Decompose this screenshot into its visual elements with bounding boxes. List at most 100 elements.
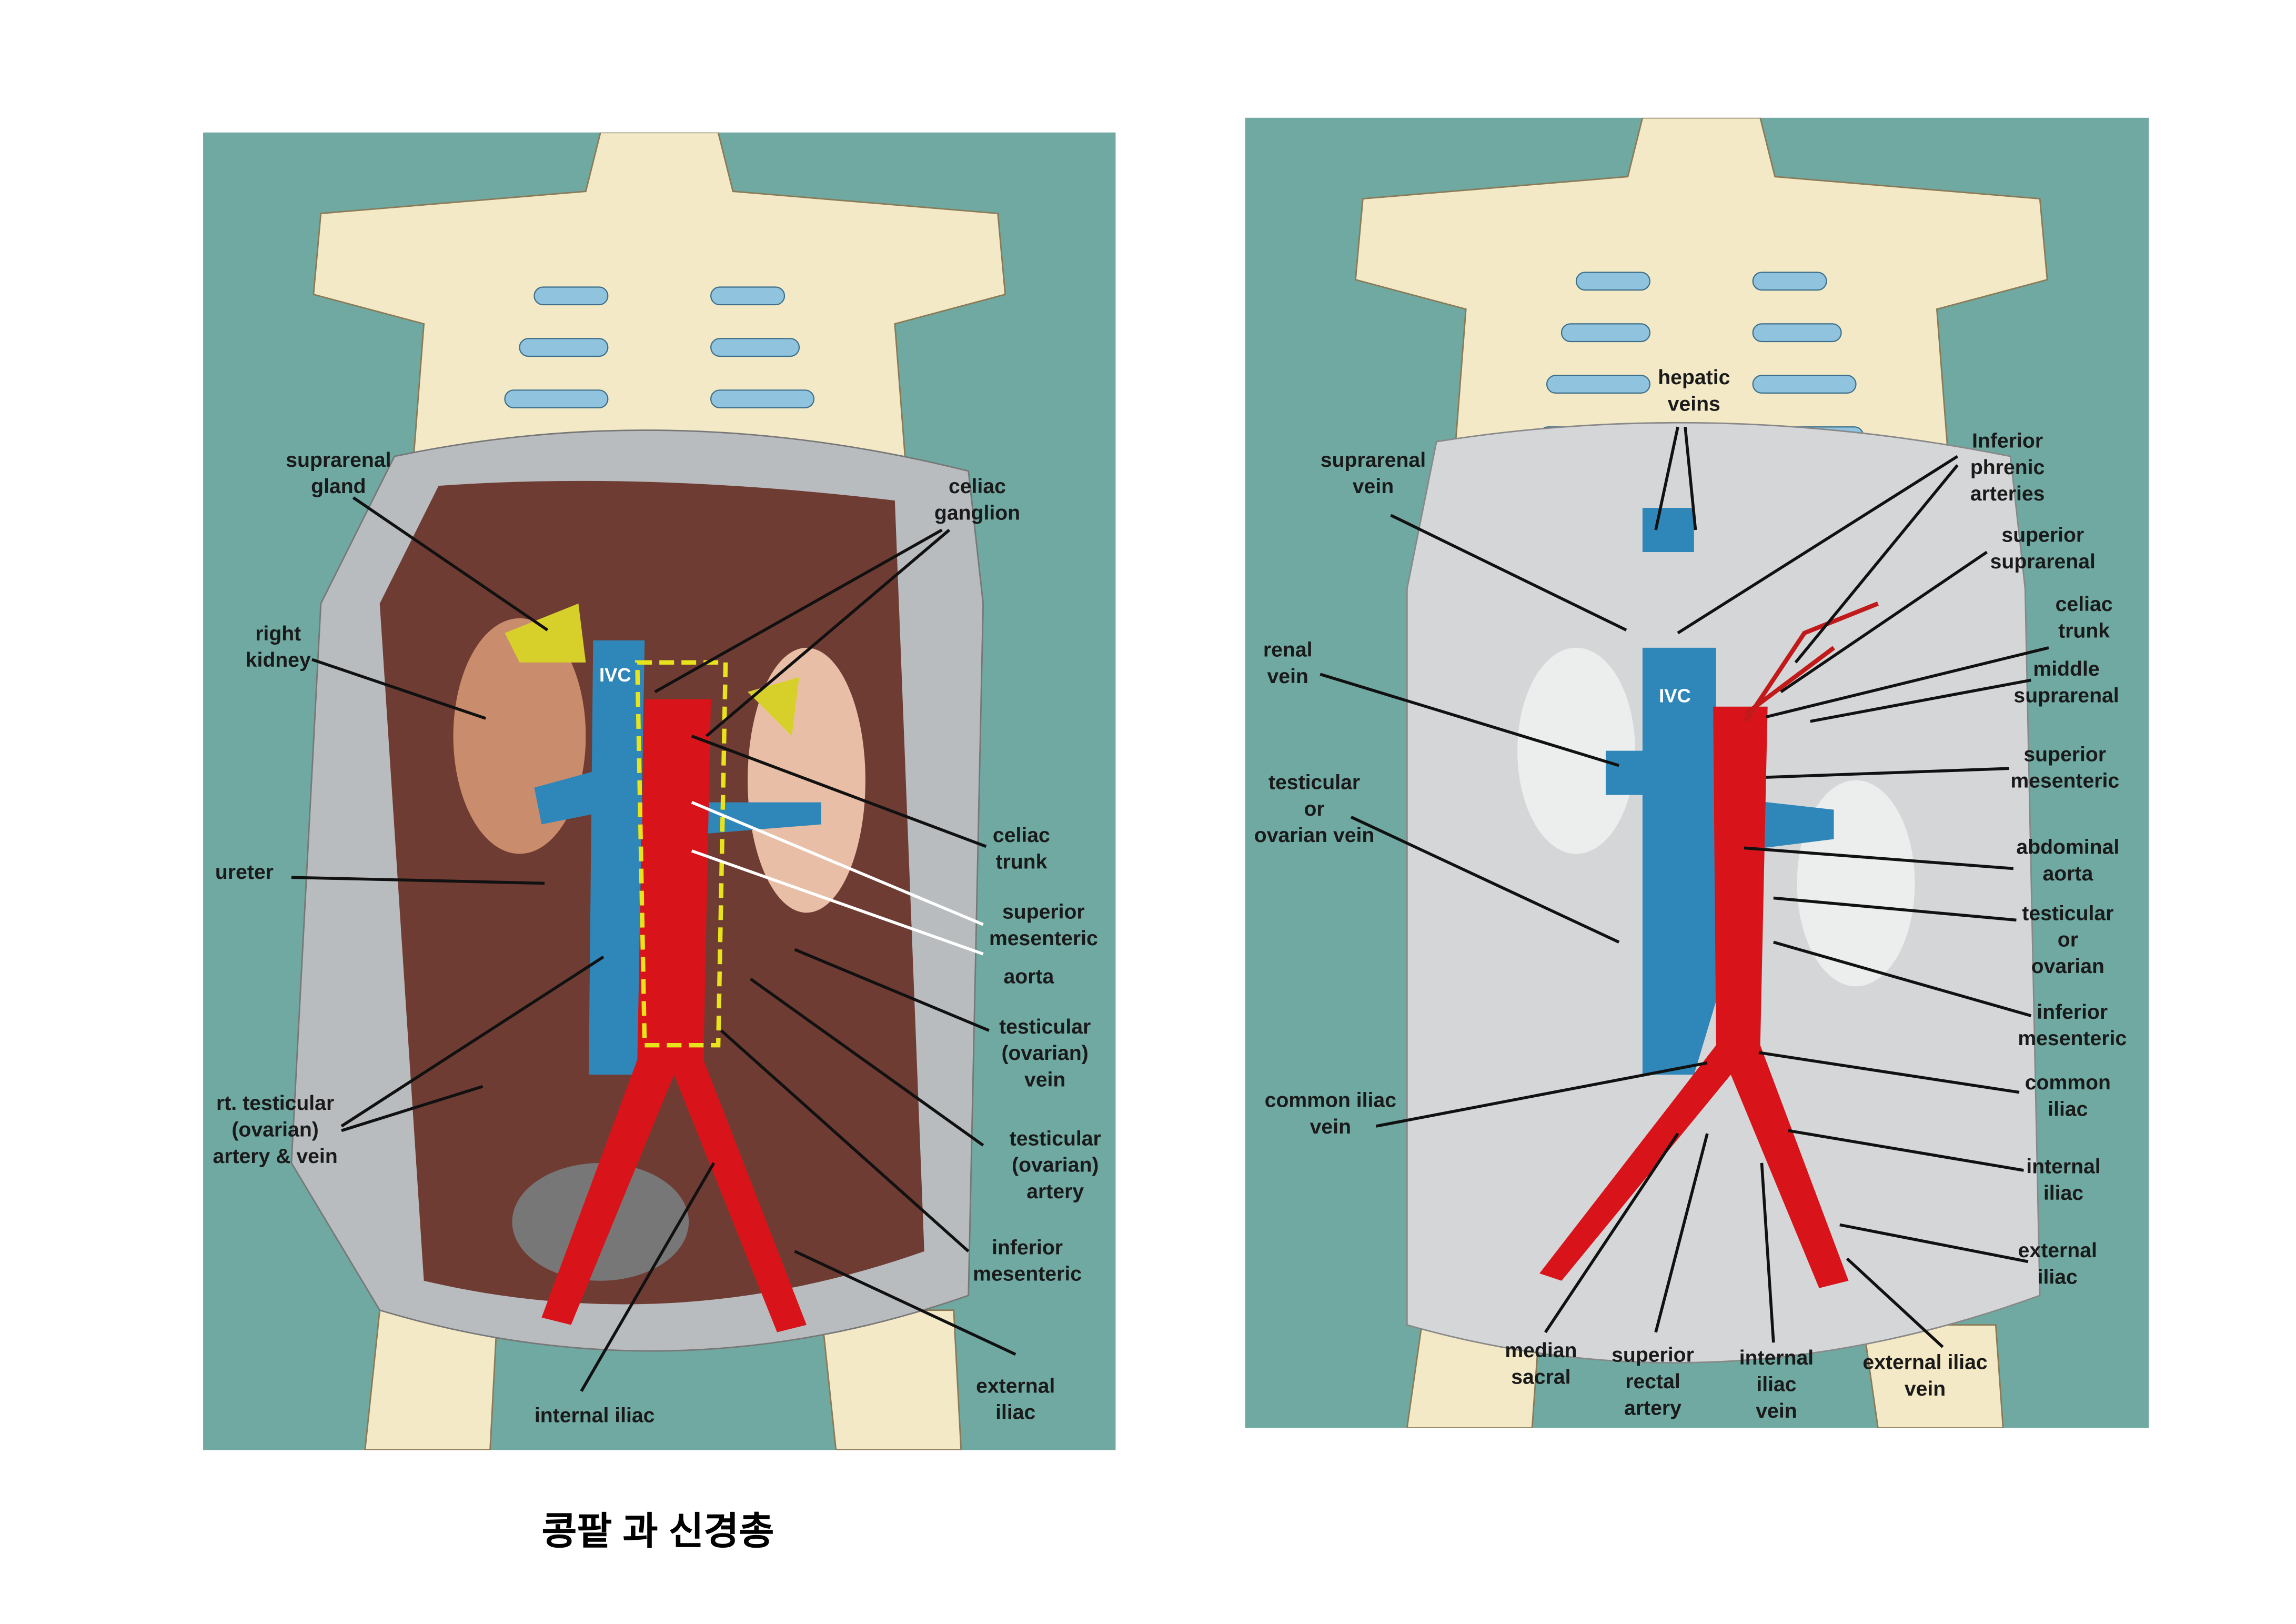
label-line: gland: [311, 474, 366, 498]
label-line: artery & vein: [213, 1144, 338, 1168]
label-line: middle: [2033, 656, 2100, 680]
label-ivc: IVC: [599, 664, 631, 686]
label-internal-iliac: internal iliac: [534, 1402, 655, 1427]
label-line: (ovarian): [1012, 1152, 1099, 1177]
label-testicular-vein: testicular(ovarian)vein: [999, 1013, 1091, 1092]
label-line: internal: [2026, 1154, 2101, 1178]
label-line: testicular: [1268, 770, 1361, 794]
label-line: superior: [2023, 741, 2107, 766]
label-line: suprarenal: [1320, 447, 1426, 472]
label-superior-mesenteric: superior mesenteric: [989, 898, 1098, 951]
label-testicular-artery: testicular(ovarian)artery: [1010, 1125, 1101, 1204]
label-middle-suprarenal: middle suprarenal: [2013, 655, 2119, 708]
label-median-sacral: median sacral: [1505, 1337, 1577, 1390]
caption: 콩팥 과 신경총: [541, 1509, 774, 1553]
label-hepatic-veins: hepatic veins: [1658, 364, 1730, 417]
label-line: artery: [1026, 1179, 1084, 1203]
label-ivc: IVC: [1659, 684, 1691, 707]
label-line: iliac: [995, 1400, 1036, 1424]
label-line: Inferior: [1972, 428, 2043, 452]
label-aorta: aorta: [1003, 964, 1054, 988]
label-line: rt. testicular: [216, 1090, 335, 1115]
label-line: internal: [1739, 1345, 1814, 1369]
label-line: vein: [1024, 1067, 1066, 1091]
label-line: iliac: [2048, 1097, 2088, 1120]
label-line: trunk: [2058, 618, 2110, 642]
label-line: vein: [1756, 1398, 1797, 1422]
label-line: or: [2057, 927, 2078, 951]
label-line: iliac: [2037, 1264, 2078, 1288]
label-line: external: [976, 1373, 1055, 1397]
label-line: (ovarian): [1001, 1040, 1089, 1065]
ivc-vessel: [1605, 647, 1834, 1075]
label-line: arteries: [1970, 481, 2045, 505]
label-line: testicular: [999, 1014, 1091, 1038]
label-line: abdominal: [2016, 835, 2120, 858]
ivc-vessel: [534, 640, 821, 1075]
label-line: vein: [1904, 1376, 1946, 1400]
label-line: testicular: [1009, 1126, 1101, 1150]
label-line: hepatic: [1658, 365, 1730, 389]
label-renal-vein: renal vein: [1263, 636, 1313, 689]
label-line: aorta: [2042, 861, 2093, 885]
label-line: superior: [2001, 523, 2084, 546]
label-line: inferior: [992, 1235, 1063, 1259]
label-line: median: [1505, 1338, 1577, 1362]
label-line: common iliac: [1264, 1088, 1396, 1112]
label-line: suprarenal: [2013, 683, 2119, 707]
label-line: external: [2018, 1238, 2097, 1262]
label-line: veins: [1667, 392, 1720, 415]
hepatic-veins-vessel: [1642, 508, 1694, 553]
label-line: vein: [1310, 1114, 1352, 1138]
label-line: suprarenal: [1990, 549, 2096, 573]
label-line: celiac: [2055, 592, 2113, 616]
label-line: kidney: [245, 647, 311, 671]
label-line: (ovarian): [231, 1117, 319, 1141]
label-line: vein: [1352, 474, 1394, 498]
label-line: phrenic: [1970, 455, 2045, 479]
label-line: celiac: [948, 474, 1006, 498]
label-line: artery: [1624, 1395, 1681, 1419]
label-line: external iliac: [1862, 1350, 1988, 1374]
label-ureter: ureter: [215, 859, 274, 884]
label-line: trunk: [995, 849, 1048, 873]
label-line: vein: [1267, 664, 1308, 688]
label-line: renal: [1263, 637, 1313, 661]
label-line: inferior: [2037, 999, 2108, 1024]
label-line: mesenteric: [2018, 1026, 2127, 1050]
label-line: mesenteric: [989, 926, 1098, 950]
label-line: ovarian: [2031, 954, 2105, 978]
label-line: ganglion: [934, 500, 1021, 524]
suprarenal-gland: [505, 603, 799, 736]
label-superior-suprarenal: superior suprarenal: [1990, 521, 2096, 574]
label-line: superior: [1002, 899, 1085, 923]
label-external-iliac: external iliac: [976, 1372, 1055, 1425]
label-abdominal-aorta: abdominal aorta: [2016, 833, 2119, 886]
label-line: celiac: [992, 823, 1050, 847]
label-line: ovarian vein: [1254, 823, 1375, 847]
label-line: iliac: [2043, 1180, 2084, 1205]
aorta-vessel: [1539, 706, 1849, 1288]
label-line: sacral: [1511, 1365, 1571, 1388]
label-line: or: [1304, 796, 1325, 820]
